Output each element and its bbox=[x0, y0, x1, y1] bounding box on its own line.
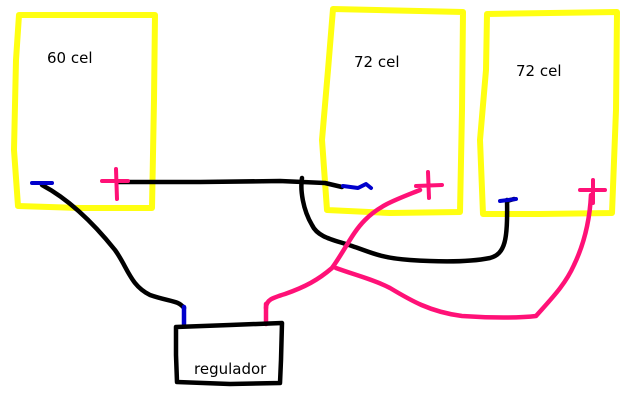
wire-panel2-to-panel3-negative bbox=[299, 175, 510, 264]
panel-72-cel-b-negative-terminal bbox=[498, 197, 518, 203]
wire-positive-panel3-to-junction bbox=[333, 192, 594, 320]
wire-positive-panel2-to-regulator bbox=[263, 187, 423, 311]
panel-72-cel-a-label: 72 cel bbox=[354, 53, 400, 71]
panel-72-cel-a-negative-terminal bbox=[341, 182, 373, 190]
panel-72-cel-b-label: 72 cel bbox=[516, 62, 562, 80]
wire-negative-panel1-to-regulator bbox=[39, 182, 187, 311]
regulator-box bbox=[173, 320, 285, 387]
panel-60-cel-label: 60 cel bbox=[47, 49, 93, 67]
panel-60-cel-positive-terminal bbox=[100, 167, 130, 201]
panel-72-cel-b-outline bbox=[477, 9, 620, 217]
panel-72-cel-a-outline bbox=[319, 6, 466, 216]
regulator-label: regulador bbox=[194, 360, 267, 378]
panel-72-cel-b-positive-terminal bbox=[578, 178, 607, 205]
panel-72-cel-a-positive-terminal bbox=[414, 170, 444, 200]
panel-60-cel-outline bbox=[11, 12, 158, 211]
wire-panel1-positive-to-panel2-negative bbox=[115, 178, 345, 190]
